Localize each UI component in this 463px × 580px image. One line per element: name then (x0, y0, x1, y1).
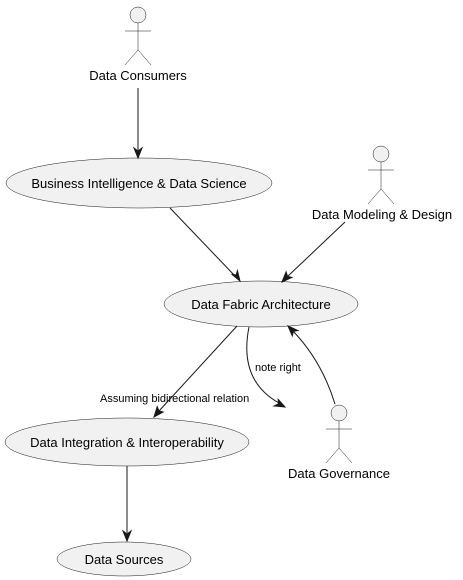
edge-fabric-to-note: note right (246, 326, 301, 408)
edge-line (246, 326, 280, 404)
edge-consumers-to-bi-ds (132, 88, 144, 160)
usecase-label-integration: Data Integration & Interoperability (30, 435, 224, 450)
actor-body (124, 23, 152, 66)
usecase-label-sources: Data Sources (85, 552, 164, 567)
actor-label-data-governance: Data Governance (288, 466, 390, 481)
edge-modeling-to-fabric (281, 221, 346, 283)
usecase-data-sources: Data Sources (56, 541, 192, 577)
usecase-label-fabric: Data Fabric Architecture (191, 297, 330, 312)
edge-integration-to-sources (121, 466, 133, 543)
usecase-ellipse (5, 157, 273, 209)
edge-bi-ds-to-fabric (169, 207, 241, 283)
actor-body (325, 421, 353, 464)
actor-label-data-consumers: Data Consumers (89, 68, 187, 83)
edge-line (169, 207, 236, 277)
actor-label-data-modeling-design: Data Modeling & Design (312, 207, 452, 222)
actor-head (330, 404, 348, 422)
usecase-data-fabric-architecture: Data Fabric Architecture (163, 280, 359, 328)
actor-body (367, 162, 395, 205)
edge-line (292, 330, 336, 405)
edge-line (158, 325, 238, 412)
actor-data-governance: Data Governance (288, 404, 390, 481)
edge-fabric-to-integration: Assuming bidirectional relation (100, 325, 249, 419)
actor-head (129, 6, 147, 24)
edge-line (286, 221, 346, 278)
edge-label-bidirectional: Assuming bidirectional relation (100, 393, 249, 405)
usecase-label-bi-ds: Business Intelligence & Data Science (31, 176, 246, 191)
actor-data-modeling-design: Data Modeling & Design (312, 145, 452, 222)
edge-arrowhead (287, 325, 300, 338)
actor-head (372, 145, 390, 163)
edge-arrowhead (281, 270, 294, 283)
actor-data-consumers: Data Consumers (89, 6, 187, 83)
usecase-data-integration-interoperability: Data Integration & Interoperability (4, 417, 250, 467)
edge-arrowhead (153, 405, 165, 419)
edge-arrowhead (121, 529, 133, 543)
edge-arrowhead (231, 268, 241, 283)
edge-arrowhead (272, 398, 287, 408)
edge-arrowhead (132, 146, 144, 160)
usecase-ellipse (163, 280, 359, 328)
edge-governance-to-fabric (287, 325, 336, 405)
edge-label-note: note right (255, 362, 301, 374)
usecase-business-intelligence-data-science: Business Intelligence & Data Science (5, 157, 273, 209)
usecase-ellipse (56, 541, 192, 577)
